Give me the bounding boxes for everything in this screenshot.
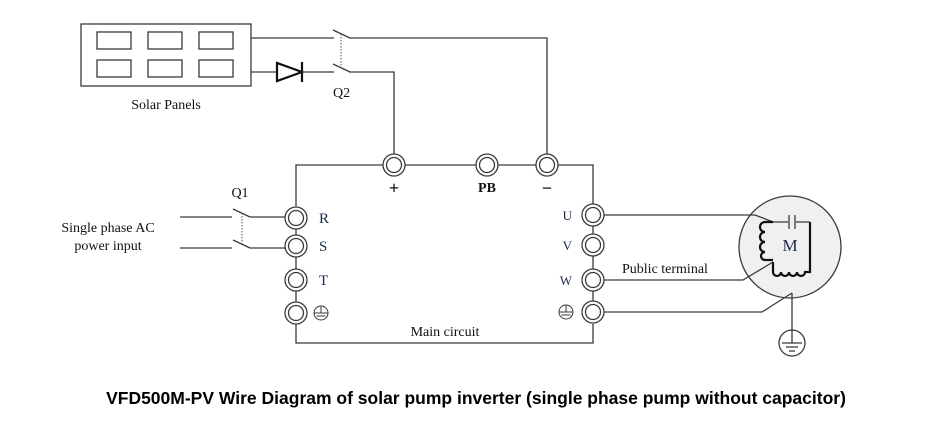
inverter-outline-bottom — [295, 324, 594, 344]
terminal-positive — [382, 153, 406, 177]
switch-q1-label: Q1 — [231, 186, 248, 201]
ground-icon — [778, 329, 806, 357]
main-circuit-label: Main circuit — [411, 325, 480, 340]
terminal-label-t: T — [319, 273, 328, 289]
motor-windings — [758, 215, 812, 278]
diode-icon — [275, 61, 306, 83]
solar-cell — [198, 31, 234, 50]
diagram-caption: VFD500M-PV Wire Diagram of solar pump in… — [106, 388, 846, 408]
ground-icon — [558, 304, 574, 320]
terminal-label-u: U — [563, 208, 573, 223]
ac-input-label-line2: power input — [74, 239, 141, 254]
solar-cells — [96, 31, 234, 78]
main-winding — [758, 220, 773, 262]
wire-to-negative-terminal — [349, 37, 548, 154]
solar-panel-frame — [80, 23, 252, 87]
inverter-outline-top-left — [295, 164, 383, 206]
solar-cell — [147, 59, 183, 78]
terminal-w — [581, 268, 605, 292]
terminal-v — [581, 233, 605, 257]
solar-cell — [96, 59, 132, 78]
terminal-label-r: R — [319, 211, 329, 227]
output-terminals — [581, 203, 605, 324]
inverter-outline-top-right — [558, 164, 594, 204]
terminal-label-negative: − — [542, 178, 552, 198]
terminal-t — [284, 268, 308, 292]
solar-panels-label: Solar Panels — [131, 98, 201, 113]
terminal-r — [284, 206, 308, 230]
input-terminals — [284, 206, 308, 325]
solar-panel-array — [80, 23, 252, 87]
terminal-label-v: V — [563, 238, 573, 253]
terminal-label-positive: + — [389, 178, 399, 198]
switch-q2-label: Q2 — [333, 86, 350, 101]
terminal-s — [284, 234, 308, 258]
switch-q2 — [332, 29, 351, 73]
wire-u-to-motor — [604, 214, 774, 223]
motor-label: M — [782, 236, 797, 255]
ac-input-label-line1: Single phase AC — [61, 221, 154, 236]
dc-terminals — [382, 153, 559, 177]
switch-q1 — [232, 208, 251, 249]
wire-w-to-motor — [604, 261, 774, 281]
solar-cell — [96, 31, 132, 50]
ground-icon — [313, 305, 329, 321]
terminal-negative — [535, 153, 559, 177]
terminal-u — [581, 203, 605, 227]
wire-ground-to-motor — [604, 292, 793, 313]
public-terminal-label: Public terminal — [622, 262, 708, 277]
terminal-pb — [475, 153, 499, 177]
solar-cell — [198, 59, 234, 78]
solar-cell — [147, 31, 183, 50]
aux-winding — [771, 222, 812, 278]
wire-to-positive-terminal — [349, 71, 395, 154]
terminal-pe-output — [581, 300, 605, 324]
terminal-label-w: W — [560, 273, 573, 288]
terminal-label-s: S — [319, 239, 327, 255]
terminal-pe-input — [284, 301, 308, 325]
terminal-label-pb: PB — [478, 181, 496, 196]
